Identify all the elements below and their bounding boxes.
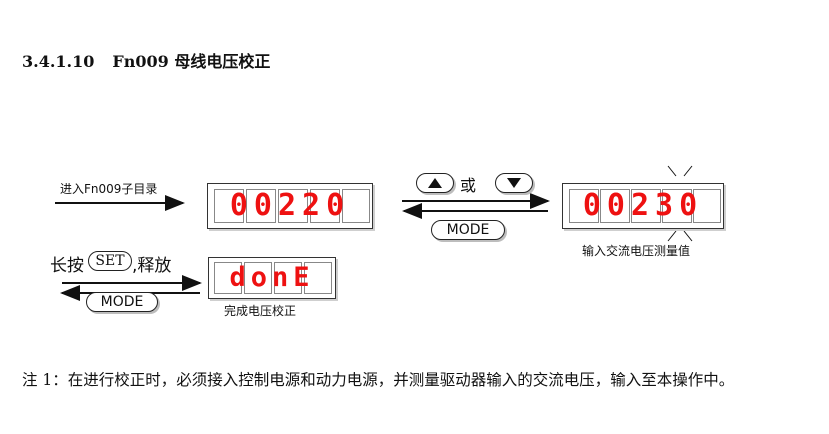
display-panel-3: donE bbox=[208, 257, 336, 299]
display2-value: 00230 bbox=[582, 188, 704, 223]
long-press-prefix: 长按 bbox=[50, 256, 84, 276]
up-key bbox=[416, 173, 454, 193]
section-heading: 3.4.1.10 Fn009 母线电压校正 bbox=[22, 48, 270, 72]
section-number: 3.4.1.10 bbox=[22, 52, 95, 71]
release-suffix: ,释放 bbox=[132, 256, 172, 276]
enter-label: 进入Fn009子目录 bbox=[60, 182, 158, 196]
display1-value: 00220 bbox=[229, 188, 351, 223]
down-key bbox=[495, 173, 533, 193]
display3-caption: 完成电压校正 bbox=[224, 304, 297, 318]
note-paragraph: 注 1：在进行校正时，必须接入控制电源和动力电源，并测量驱动器输入的交流电压，输… bbox=[22, 371, 735, 389]
set-key: SET bbox=[88, 251, 132, 271]
blink-marks bbox=[667, 165, 693, 242]
up-triangle-icon bbox=[428, 178, 442, 188]
display3-value: donE bbox=[229, 262, 315, 293]
display-panel-2: 00230 bbox=[562, 183, 724, 229]
display2-caption: 输入交流电压测量值 bbox=[582, 244, 691, 258]
or-label: 或 bbox=[460, 176, 477, 195]
mode-key-1: MODE bbox=[431, 220, 505, 240]
display-panel-1: 00220 bbox=[207, 183, 373, 229]
mode-key-2: MODE bbox=[86, 292, 158, 312]
down-triangle-icon bbox=[507, 178, 521, 188]
section-title: Fn009 母线电压校正 bbox=[112, 52, 271, 71]
